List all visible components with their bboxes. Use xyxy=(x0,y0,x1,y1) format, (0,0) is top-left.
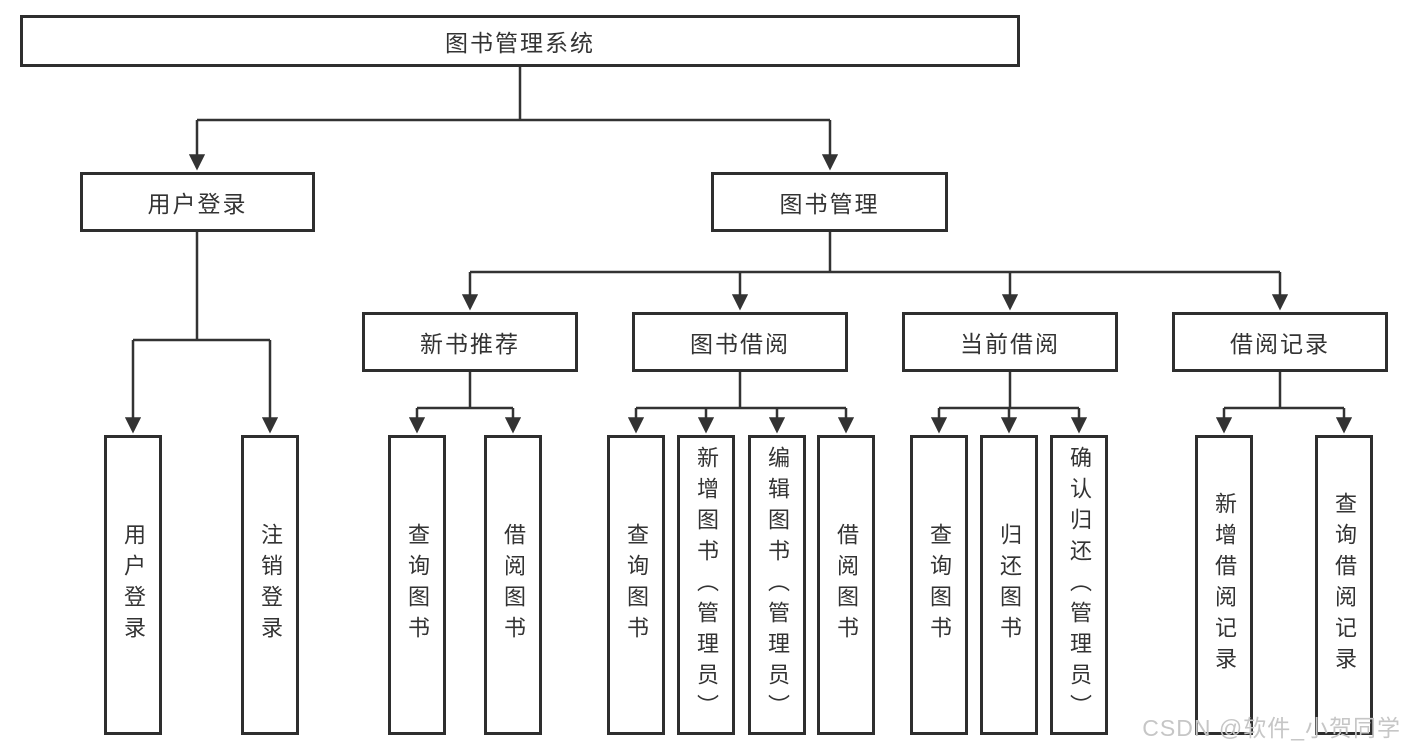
leaf-user-login-label: 用户登录 xyxy=(121,523,146,647)
leaf-current-return-books-label: 归还图书 xyxy=(997,523,1022,647)
leaf-newbook-borrow-books-label: 借阅图书 xyxy=(501,523,526,647)
node-root-label: 图书管理系统 xyxy=(445,30,595,56)
leaf-record-query-borrow-record-label: 查询借阅记录 xyxy=(1332,492,1357,678)
node-borrow-record: 借阅记录 xyxy=(1172,312,1388,372)
node-new-book-recommend: 新书推荐 xyxy=(362,312,578,372)
node-current-borrow: 当前借阅 xyxy=(902,312,1118,372)
node-root: 图书管理系统 xyxy=(20,15,1020,67)
leaf-record-query-borrow-record: 查询借阅记录 xyxy=(1315,435,1373,735)
leaf-borrow-query-books-label: 查询图书 xyxy=(624,523,649,647)
leaf-record-add-borrow-record: 新增借阅记录 xyxy=(1195,435,1253,735)
leaf-newbook-query-books: 查询图书 xyxy=(388,435,446,735)
node-user-login-label: 用户登录 xyxy=(147,191,248,217)
leaf-newbook-query-books-label: 查询图书 xyxy=(405,523,430,647)
node-user-login: 用户登录 xyxy=(80,172,315,232)
leaf-borrow-borrow-books: 借阅图书 xyxy=(817,435,875,735)
node-book-management: 图书管理 xyxy=(711,172,948,232)
node-book-borrow: 图书借阅 xyxy=(632,312,848,372)
leaf-newbook-borrow-books: 借阅图书 xyxy=(484,435,542,735)
node-current-borrow-label: 当前借阅 xyxy=(960,331,1060,357)
leaf-borrow-edit-books-admin: 编辑图书（管理员） xyxy=(748,435,806,735)
leaf-logout: 注销登录 xyxy=(241,435,299,735)
leaf-user-login: 用户登录 xyxy=(104,435,162,735)
leaf-borrow-edit-books-admin-label: 编辑图书（管理员） xyxy=(765,445,790,725)
leaf-borrow-borrow-books-label: 借阅图书 xyxy=(834,523,859,647)
leaf-borrow-add-books-admin: 新增图书（管理员） xyxy=(677,435,735,735)
leaf-borrow-add-books-admin-label: 新增图书（管理员） xyxy=(694,445,719,725)
node-book-management-label: 图书管理 xyxy=(779,191,880,217)
leaf-current-return-books: 归还图书 xyxy=(980,435,1038,735)
node-borrow-record-label: 借阅记录 xyxy=(1230,331,1330,357)
csdn-watermark: CSDN @软件_小贺同学 xyxy=(1142,715,1401,741)
node-book-borrow-label: 图书借阅 xyxy=(690,331,790,357)
leaf-current-query-books-label: 查询图书 xyxy=(927,523,952,647)
leaf-logout-label: 注销登录 xyxy=(258,523,283,647)
leaf-record-add-borrow-record-label: 新增借阅记录 xyxy=(1212,492,1237,678)
leaf-current-confirm-return-admin: 确认归还（管理员） xyxy=(1050,435,1108,735)
leaf-current-query-books: 查询图书 xyxy=(910,435,968,735)
leaf-current-confirm-return-admin-label: 确认归还（管理员） xyxy=(1067,445,1092,725)
node-new-book-recommend-label: 新书推荐 xyxy=(420,331,520,357)
leaf-borrow-query-books: 查询图书 xyxy=(607,435,665,735)
